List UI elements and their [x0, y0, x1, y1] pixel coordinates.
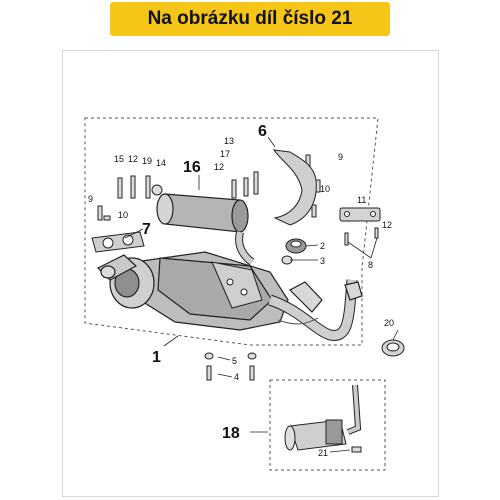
label-21: 21 — [318, 448, 328, 458]
label-19: 19 — [142, 156, 152, 166]
gasket — [91, 231, 145, 253]
mount-plate — [339, 207, 381, 222]
label-9b: 9 — [338, 152, 343, 162]
callouts: 1 16 7 6 18 15 12 19 14 13 17 12 9 10 9 … — [88, 123, 394, 458]
label-6: 6 — [258, 123, 267, 140]
label-12a: 12 — [128, 154, 138, 164]
title-banner: Na obrázku díl číslo 21 — [110, 2, 390, 36]
heat-shield — [156, 193, 255, 266]
leader-lines — [124, 136, 399, 453]
label-4: 4 — [234, 372, 239, 382]
label-14: 14 — [156, 158, 166, 168]
exhaust-pipe — [268, 279, 363, 341]
label-1: 1 — [152, 349, 161, 366]
title-text: Na obrázku díl číslo 21 — [147, 8, 353, 29]
label-8: 8 — [368, 260, 373, 270]
label-17: 17 — [220, 149, 230, 159]
label-13: 13 — [224, 136, 234, 146]
main-group-outline — [84, 117, 379, 346]
label-18: 18 — [222, 425, 240, 442]
label-12b: 12 — [214, 162, 224, 172]
label-12c: 12 — [382, 220, 392, 230]
label-10a: 10 — [118, 210, 128, 220]
label-11: 11 — [357, 195, 366, 205]
muffler-bracket — [211, 261, 263, 309]
label-5: 5 — [232, 356, 237, 366]
label-15: 15 — [114, 154, 124, 164]
label-20: 20 — [384, 318, 394, 328]
label-9a: 9 — [88, 194, 93, 204]
diagram-frame — [62, 50, 439, 497]
label-10b: 10 — [320, 184, 330, 194]
rubber-grommet — [285, 238, 307, 254]
bolts — [97, 154, 379, 381]
label-2: 2 — [320, 241, 325, 251]
pipe-clamp — [381, 339, 405, 357]
label-7: 7 — [142, 221, 151, 238]
label-16: 16 — [183, 159, 201, 176]
mount-bracket — [272, 149, 317, 226]
oxygen-sensor — [284, 384, 362, 453]
label-3: 3 — [320, 256, 325, 266]
